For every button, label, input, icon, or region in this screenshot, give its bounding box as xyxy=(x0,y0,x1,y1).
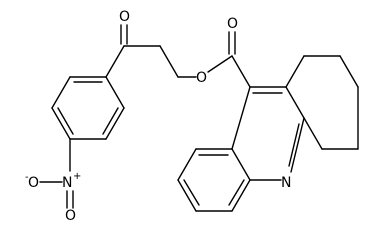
bond xyxy=(339,55,359,88)
atom-label-oxygen: O xyxy=(119,9,130,25)
bond-double-inner xyxy=(288,123,300,167)
atom-label-oxygen: O xyxy=(227,16,238,32)
bond xyxy=(231,148,251,181)
charge-minus: - xyxy=(25,172,29,183)
bond-double-inner xyxy=(228,179,245,206)
atom-label-oxygen: O xyxy=(65,208,76,224)
molecule-drawing: O O O N + - O O N xyxy=(25,9,359,224)
bond xyxy=(177,179,197,212)
bond xyxy=(105,45,125,78)
nitrophenyl-ring xyxy=(51,76,125,140)
atom-label-oxygen: O xyxy=(196,70,207,86)
bond xyxy=(231,55,251,88)
bond xyxy=(285,55,305,88)
bond xyxy=(105,76,125,109)
bond xyxy=(105,107,125,140)
bond xyxy=(290,117,305,173)
atom-label-oxygen: O xyxy=(28,175,39,191)
atom-labels: O O O N + - O O N xyxy=(25,9,291,224)
bond xyxy=(231,179,251,212)
bond xyxy=(303,117,323,150)
bond-double-inner xyxy=(102,107,119,135)
phenacyl-linker xyxy=(105,24,251,88)
bond xyxy=(159,45,179,78)
nitro-group xyxy=(39,138,74,209)
acridine-benzo-ring xyxy=(177,148,251,212)
structure-canvas: O O O N + - O O N xyxy=(25,9,359,224)
atom-label-nitrogen: N xyxy=(281,175,291,191)
atom-label-nitrogen: N xyxy=(62,175,72,191)
charge-plus: + xyxy=(73,171,81,182)
bond xyxy=(207,55,233,73)
bond xyxy=(51,76,71,109)
bond-double-inner xyxy=(183,179,200,206)
bond xyxy=(285,86,305,119)
bond-double-inner xyxy=(57,107,74,135)
tetrahydro-ring xyxy=(285,55,359,150)
acridine-central-ring xyxy=(231,86,305,181)
bond xyxy=(177,148,197,181)
bond xyxy=(231,86,251,150)
bond xyxy=(51,107,71,140)
